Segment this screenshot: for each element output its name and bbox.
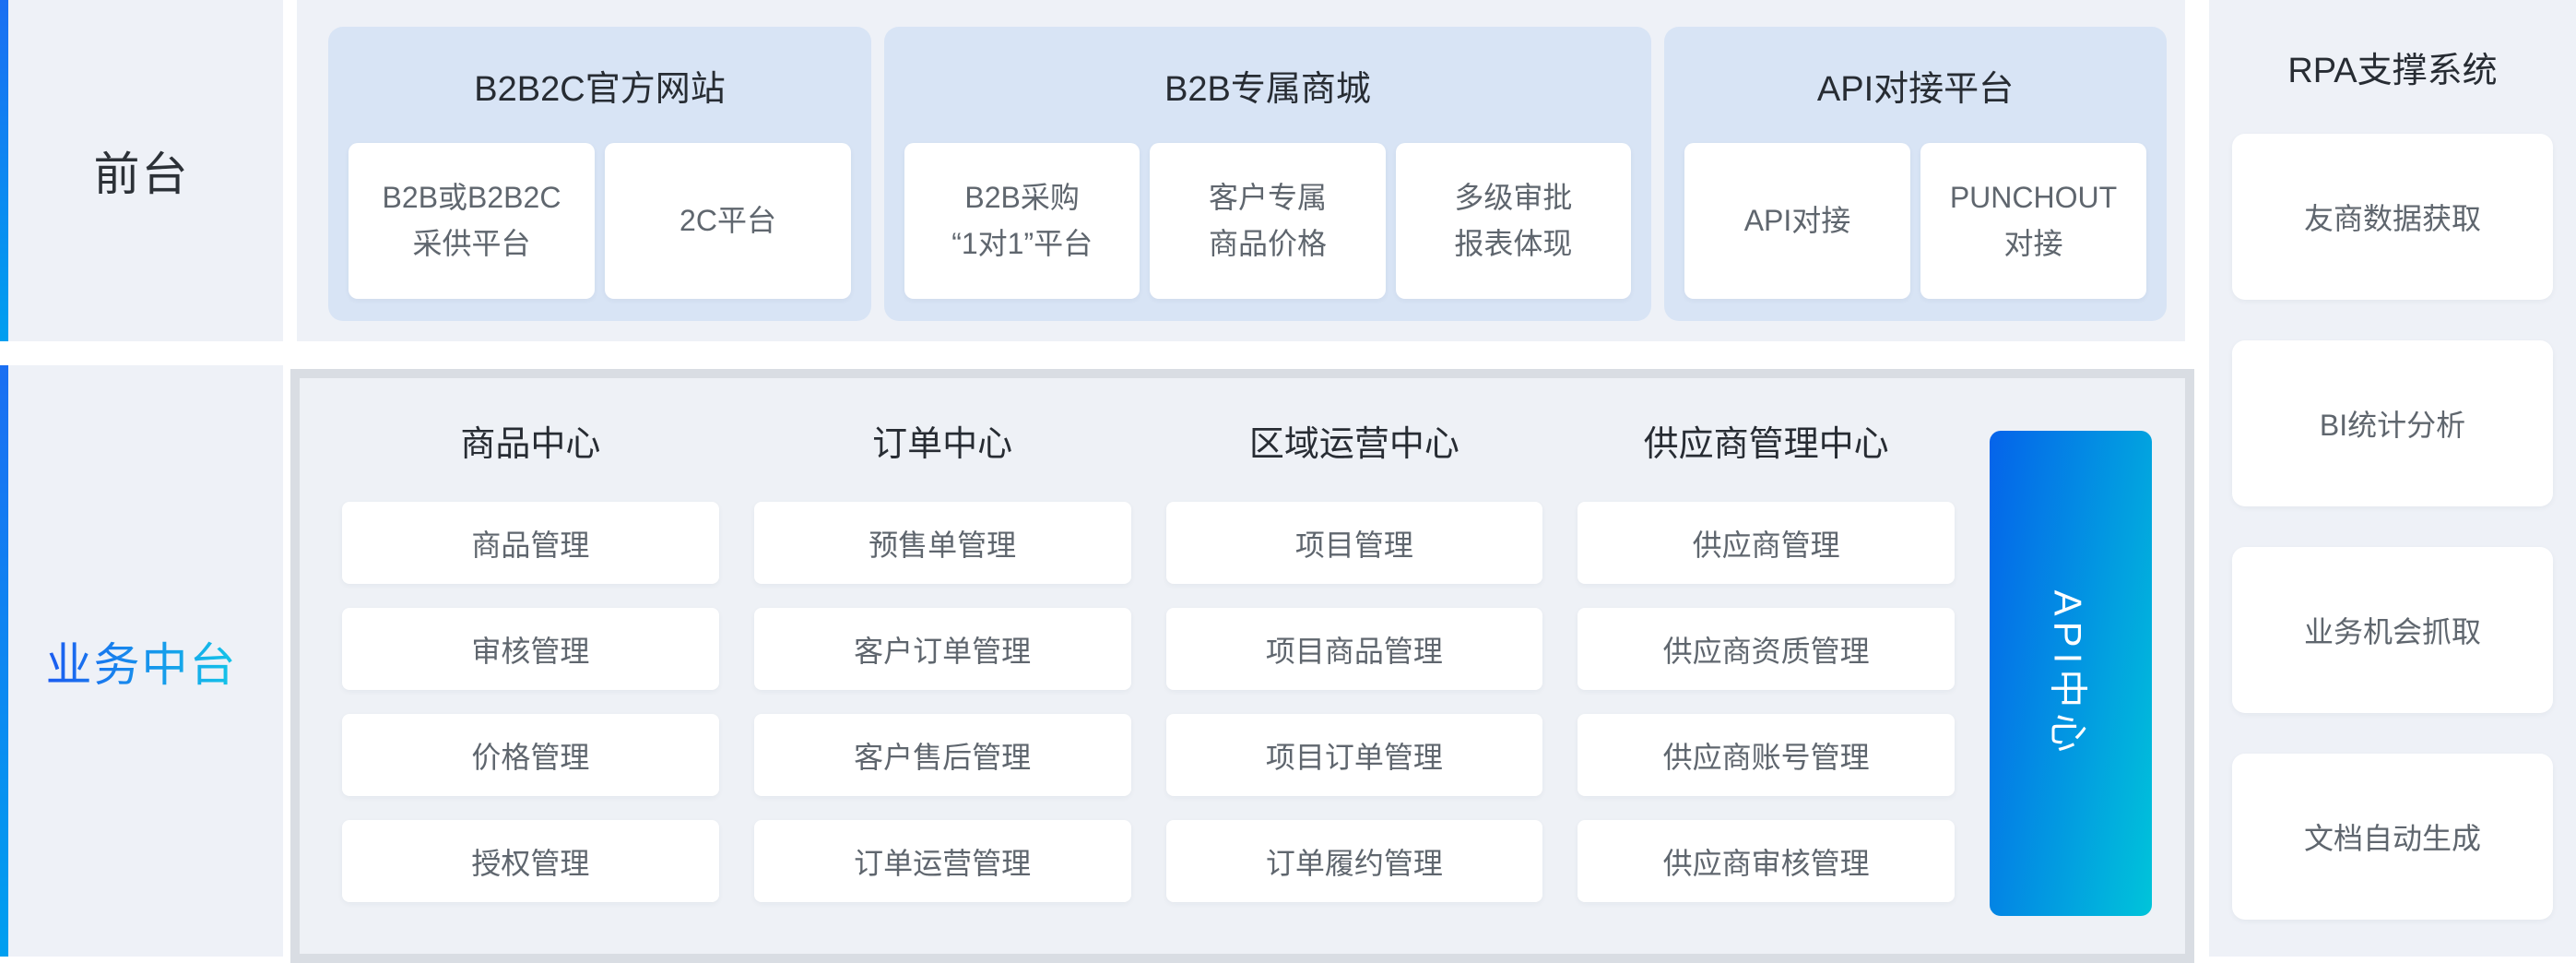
column-product-center: 商品中心 商品管理 审核管理 价格管理 授权管理 [342, 378, 719, 954]
middle-platform-label: 业务中台 [46, 628, 238, 695]
column-regional-operation-center-title: 区域运营中心 [1248, 424, 1459, 464]
middle-platform-accent-bar [0, 365, 8, 957]
group-b2b2c-website: B2B2C官方网站 B2B或B2B2C 采供平台 2C平台 [328, 27, 871, 321]
column-supplier-management-center-cards: 供应商管理 供应商资质管理 供应商账号管理 供应商审核管理 [1578, 502, 1955, 902]
column-product-center-cards: 商品管理 审核管理 价格管理 授权管理 [342, 502, 719, 902]
card-supplier-management: 供应商管理 [1578, 502, 1955, 584]
front-office-panel: B2B2C官方网站 B2B或B2B2C 采供平台 2C平台 B2B专属商城 B2… [297, 0, 2185, 341]
group-b2b-mall: B2B专属商城 B2B采购 “1对1”平台 客户专属 商品价格 多级审批 报表体… [884, 27, 1651, 321]
card-supplier-review-management: 供应商审核管理 [1578, 820, 1955, 902]
column-regional-operation-center-cards: 项目管理 项目商品管理 项目订单管理 订单履约管理 [1165, 502, 1543, 902]
group-b2b-mall-cards: B2B采购 “1对1”平台 客户专属 商品价格 多级审批 报表体现 [904, 143, 1631, 299]
card-project-order-management: 项目订单管理 [1165, 714, 1543, 796]
card-punchout-integration: PUNCHOUT 对接 [1920, 143, 2146, 299]
card-review-management: 审核管理 [342, 608, 719, 690]
middle-platform-label-block: 业务中台 [0, 365, 283, 957]
card-price-management: 价格管理 [342, 714, 719, 796]
front-office-label: 前台 [93, 149, 190, 200]
column-regional-operation-center: 区域运营中心 项目管理 项目商品管理 项目订单管理 订单履约管理 [1165, 378, 1543, 954]
api-center-bar: API中心 [1990, 431, 2152, 916]
card-order-fulfillment-management: 订单履约管理 [1165, 820, 1543, 902]
group-api-platform-cards: API对接 PUNCHOUT 对接 [1684, 143, 2146, 299]
card-b2b-b2b2c-platform: B2B或B2B2C 采供平台 [349, 143, 595, 299]
card-customer-order-management: 客户订单管理 [753, 608, 1131, 690]
card-project-management: 项目管理 [1165, 502, 1543, 584]
column-order-center-cards: 预售单管理 客户订单管理 客户售后管理 订单运营管理 [753, 502, 1131, 902]
rpa-support-cards: 友商数据获取 BI统计分析 业务机会抓取 文档自动生成 [2232, 134, 2553, 920]
column-product-center-title: 商品中心 [460, 424, 601, 464]
card-customer-aftersales-management: 客户售后管理 [753, 714, 1131, 796]
column-order-center-title: 订单中心 [872, 424, 1013, 464]
group-api-platform-title: API对接平台 [1816, 69, 2015, 109]
card-project-product-management: 项目商品管理 [1165, 608, 1543, 690]
group-b2b2c-website-title: B2B2C官方网站 [474, 69, 726, 109]
rpa-support-panel: RPA支撑系统 友商数据获取 BI统计分析 业务机会抓取 文档自动生成 [2209, 0, 2576, 957]
card-presale-order-management: 预售单管理 [753, 502, 1131, 584]
group-api-platform: API对接平台 API对接 PUNCHOUT 对接 [1664, 27, 2167, 321]
card-authorization-management: 授权管理 [342, 820, 719, 902]
column-supplier-management-center: 供应商管理中心 供应商管理 供应商资质管理 供应商账号管理 供应商审核管理 [1578, 378, 1955, 954]
group-b2b2c-website-cards: B2B或B2B2C 采供平台 2C平台 [349, 143, 851, 299]
middle-platform-panel: 商品中心 商品管理 审核管理 价格管理 授权管理 订单中心 预售单管理 客户订单… [290, 369, 2194, 963]
rpa-support-title: RPA支撑系统 [2287, 52, 2498, 90]
card-supplier-qualification-management: 供应商资质管理 [1578, 608, 1955, 690]
api-center-label: API中心 [2046, 589, 2090, 757]
card-document-auto-generation: 文档自动生成 [2232, 754, 2553, 920]
card-b2b-procurement-platform: B2B采购 “1对1”平台 [904, 143, 1140, 299]
front-office-accent-bar [0, 0, 8, 341]
card-product-management: 商品管理 [342, 502, 719, 584]
front-office-label-block: 前台 [0, 0, 283, 341]
card-supplier-account-management: 供应商账号管理 [1578, 714, 1955, 796]
card-customer-exclusive-price: 客户专属 商品价格 [1150, 143, 1386, 299]
card-order-operation-management: 订单运营管理 [753, 820, 1131, 902]
card-competitor-data-acquisition: 友商数据获取 [2232, 134, 2553, 300]
card-bi-statistical-analysis: BI统计分析 [2232, 340, 2553, 506]
card-api-integration: API对接 [1684, 143, 1910, 299]
card-2c-platform: 2C平台 [605, 143, 851, 299]
card-business-opportunity-capture: 业务机会抓取 [2232, 547, 2553, 713]
column-order-center: 订单中心 预售单管理 客户订单管理 客户售后管理 订单运营管理 [753, 378, 1131, 954]
column-supplier-management-center-title: 供应商管理中心 [1643, 424, 1889, 464]
card-multilevel-approval-report: 多级审批 报表体现 [1395, 143, 1631, 299]
group-b2b-mall-title: B2B专属商城 [1164, 69, 1371, 109]
